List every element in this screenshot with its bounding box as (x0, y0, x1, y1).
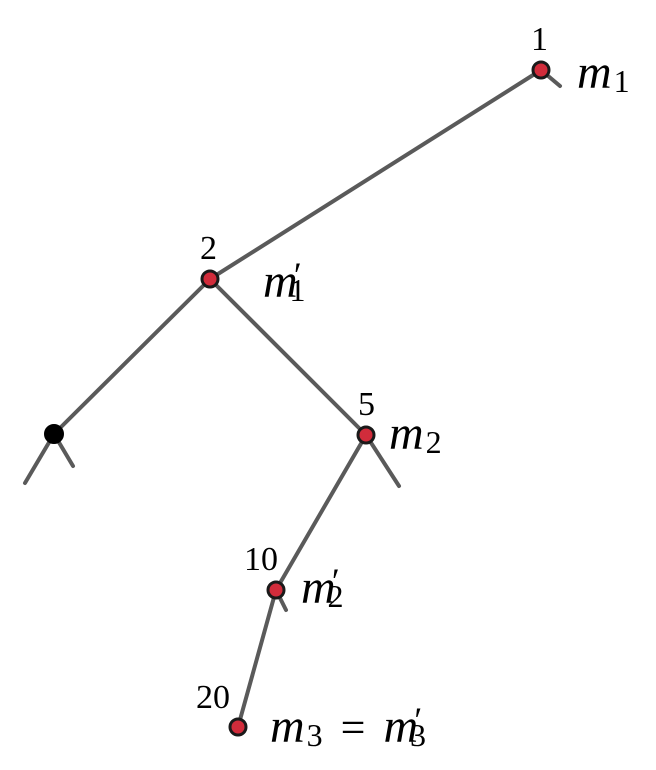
node-1-number: 1 (531, 21, 548, 58)
node-5-number: 5 (358, 386, 375, 423)
node-5 (356, 425, 376, 445)
node-1 (531, 60, 551, 80)
node-20-number: 20 (196, 679, 230, 716)
label-m1p-var: m (263, 255, 298, 308)
label-m1: m1 (577, 46, 630, 99)
nodes (44, 60, 551, 737)
edges (23, 68, 562, 729)
node-2 (200, 269, 220, 289)
label-m1p-sub: 1 (290, 272, 306, 308)
label-m3p-prime: ′ (412, 700, 421, 740)
label-m2p-prime: ′ (330, 561, 339, 601)
label-m3p-var: m (384, 700, 419, 753)
edge-5-10 (274, 433, 368, 592)
node-10-number: 10 (244, 541, 278, 578)
label-m2p-var: m (301, 561, 336, 614)
label-m2-sub: 2 (426, 424, 442, 460)
edge-10-20 (236, 588, 278, 729)
node-black (44, 424, 64, 444)
label-m3-equation: m3=m′3 (270, 700, 426, 753)
edge-5-right-stub (364, 433, 401, 488)
label-m2-var: m (389, 407, 424, 460)
label-m3p-sub: 3 (410, 717, 426, 753)
label-m1p-prime: ′ (292, 255, 301, 295)
label-m3-var: m (270, 700, 305, 753)
node-10 (266, 580, 286, 600)
label-m2-prime: m′2 (301, 561, 344, 614)
label-m1-sub: 1 (614, 63, 630, 99)
label-m1-var: m (577, 46, 612, 99)
edge-2-black (52, 277, 212, 436)
edge-1-2 (208, 68, 543, 281)
node-2-number: 2 (200, 230, 217, 267)
label-m3-sub: 3 (307, 717, 323, 753)
equals-sign: = (341, 703, 366, 752)
label-m2: m2 (389, 407, 442, 460)
edge-2-5 (208, 277, 368, 437)
node-20 (228, 717, 248, 737)
node-numbers: 1 2 5 10 20 (196, 21, 548, 716)
m-labels: m1 m′1 m2 m′2 m3=m′3 (263, 46, 630, 753)
label-m1-prime: m′1 (263, 255, 306, 308)
label-m2p-sub: 2 (328, 578, 344, 614)
